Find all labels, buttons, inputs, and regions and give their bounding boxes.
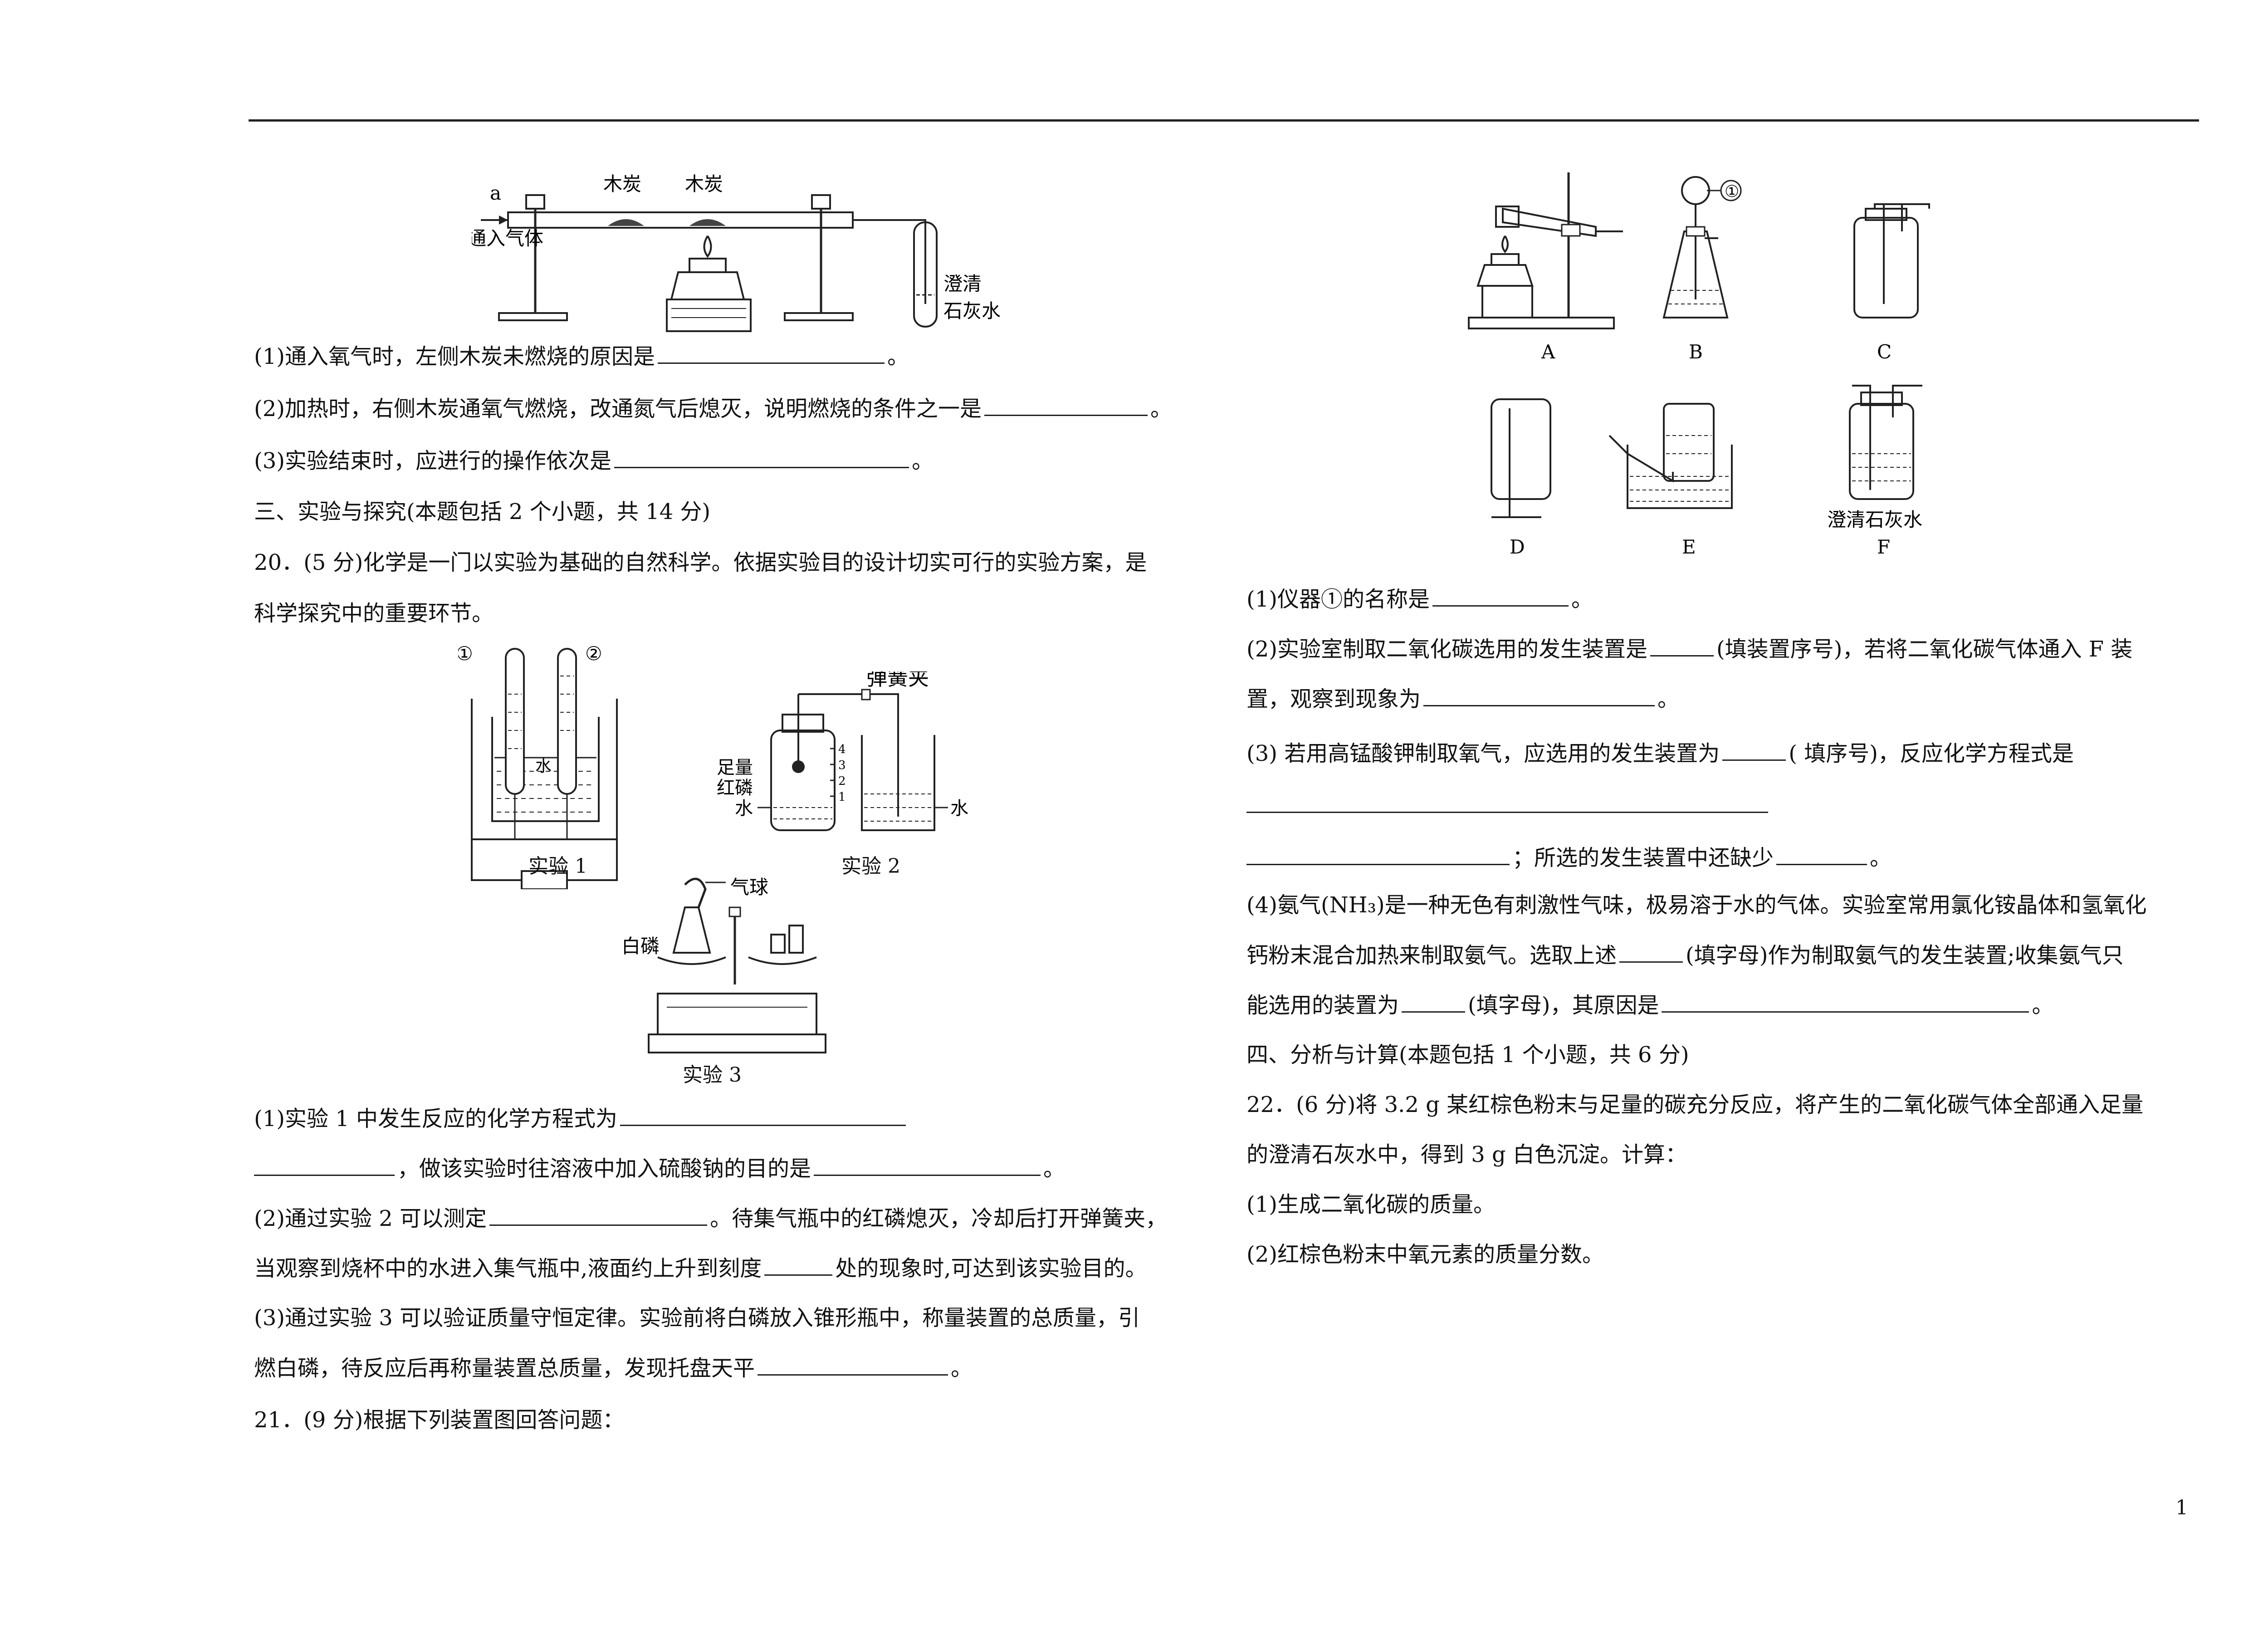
- section-4-heading: 四、分析与计算(本题包括 1 个小题，共 6 分): [1246, 1042, 1689, 1068]
- q21-part2-line1: (2)实验室制取二氧化碳选用的发生装置是(填装置序号)，若将二氧化碳气体通入 F…: [1246, 635, 2132, 663]
- label-F: F: [1877, 536, 1890, 558]
- label-water-flask: 水: [735, 798, 753, 819]
- label-D: D: [1510, 536, 1525, 558]
- apparatus-a: [1468, 172, 1623, 329]
- q21-part4-line1: (4)氨气(NH₃)是一种无色有刺激性气味，极易溶于水的气体。实验室常用氯化铵晶…: [1246, 892, 2147, 918]
- label-a: a: [490, 182, 501, 204]
- svg-text:2: 2: [838, 774, 846, 788]
- label-spring-clamp: 弹簧夹: [866, 671, 929, 690]
- q21-part4-line3: 能选用的装置为(填字母)，其原因是。: [1246, 991, 2054, 1019]
- label-electrode-2: ②: [585, 642, 602, 665]
- caption-experiment-2: 实验 2: [841, 855, 900, 878]
- experiment-3-figure: 气球 白磷: [590, 871, 844, 1071]
- q20-intro-line1: 20．(5 分)化学是一门以实验为基础的自然科学。依据实验目的设计切实可行的实验…: [254, 550, 1147, 575]
- answer-blank[interactable]: [1619, 941, 1683, 963]
- label-lime-1: 澄清: [943, 273, 982, 295]
- combustion-apparatus-figure: a 通入气体 木炭 木炭 澄清 石灰水: [472, 168, 1016, 336]
- answer-blank[interactable]: [758, 1354, 948, 1376]
- q19-part2: (2)加热时，右侧木炭通氧气燃烧，改通氮气后熄灭，说明燃烧的条件之一是。: [254, 395, 1172, 422]
- experiment-2-figure: 4 3 2 1 弹簧夹 足量 红磷 水 水: [717, 671, 998, 844]
- q19-part3: (3)实验结束时，应进行的操作依次是。: [254, 447, 934, 475]
- experiment-1-figure: ① ② 水: [458, 640, 649, 889]
- answer-blank[interactable]: [984, 395, 1148, 416]
- q19-part1: (1)通入氧气时，左侧木炭未燃烧的原因是。: [254, 343, 909, 370]
- answer-blank[interactable]: [254, 1155, 395, 1176]
- answer-blank[interactable]: [1650, 635, 1714, 656]
- q20-part3-line2: 燃白磷，待反应后再称量装置总质量，发现托盘天平。: [254, 1354, 973, 1382]
- label-electrode-1: ①: [458, 642, 473, 665]
- q20-intro-line2: 科学探究中的重要环节。: [254, 601, 494, 626]
- page-number: 1: [2175, 1496, 2188, 1519]
- answer-blank[interactable]: [658, 343, 885, 364]
- q20-part2-line1: (2)通过实验 2 可以测定。待集气瓶中的红磷熄灭，冷却后打开弹簧夹，: [254, 1205, 1167, 1232]
- answer-blank[interactable]: [1432, 585, 1569, 607]
- answer-blank[interactable]: [1402, 991, 1466, 1013]
- label-white-phosphorus: 白磷: [621, 935, 660, 957]
- q21-part2-line2: 置，观察到现象为。: [1246, 685, 1679, 713]
- answer-blank[interactable]: [489, 1205, 708, 1226]
- answer-blank[interactable]: [614, 447, 909, 468]
- answer-blank[interactable]: [1246, 792, 1768, 813]
- apparatus-d: [1491, 398, 1551, 518]
- q20-part1-line2: ，做该实验时往溶液中加入硫酸钠的目的是。: [254, 1155, 1065, 1182]
- label-C: C: [1877, 341, 1892, 363]
- q22-line1: 22．(6 分)将 3.2 g 某红棕色粉末与足量的碳充分反应，将产生的二氧化碳…: [1246, 1092, 2144, 1117]
- apparatus-set-figure: ①: [1460, 163, 2031, 563]
- q21-part4-line2: 钙粉末混合加热来制取氨气。选取上述(填字母)作为制取氨气的发生装置;收集氨气只: [1246, 941, 2124, 969]
- answer-blank[interactable]: [1246, 844, 1510, 865]
- apparatus-b: ①: [1662, 176, 1742, 318]
- label-charcoal-right: 木炭: [685, 173, 723, 195]
- svg-text:1: 1: [838, 790, 846, 804]
- label-water-exp1: 水: [535, 757, 552, 775]
- q22-line3: (1)生成二氧化碳的质量。: [1246, 1192, 1495, 1217]
- answer-blank[interactable]: [620, 1105, 906, 1126]
- answer-blank[interactable]: [814, 1155, 1041, 1176]
- q21-part1: (1)仪器①的名称是。: [1246, 585, 1593, 613]
- q21-part3-line1: (3) 若用高锰酸钾制取氧气，应选用的发生装置为( 填序号)，反应化学方程式是: [1246, 740, 2074, 767]
- label-water-beaker: 水: [950, 798, 968, 819]
- q20-part3-line1: (3)通过实验 3 可以验证质量守恒定律。实验前将白磷放入锥形瓶中，称量装置的总…: [254, 1305, 1140, 1331]
- label-charcoal-left: 木炭: [603, 173, 641, 195]
- q22-line2: 的澄清石灰水中，得到 3 g 白色沉淀。计算：: [1246, 1142, 1687, 1167]
- q20-part1-line1: (1)实验 1 中发生反应的化学方程式为: [254, 1105, 909, 1132]
- label-balloon: 气球: [730, 876, 768, 898]
- q22-line4: (2)红棕色粉末中氧元素的质量分数。: [1246, 1242, 1604, 1267]
- q21-part3-line2: [1246, 792, 1771, 819]
- label-sufficient: 足量: [717, 757, 753, 778]
- apparatus-f: [1849, 385, 1922, 500]
- section-3-heading: 三、实验与探究(本题包括 2 个小题，共 14 分): [254, 499, 711, 524]
- q21-intro: 21．(9 分)根据下列装置图回答问题：: [254, 1407, 625, 1433]
- answer-blank[interactable]: [1662, 991, 2029, 1013]
- header-rule: [249, 119, 2199, 122]
- label-A: A: [1541, 341, 1555, 363]
- caption-experiment-1: 实验 1: [528, 855, 587, 878]
- q21-part3-line3: ；所选的发生装置中还缺少。: [1246, 844, 1892, 872]
- answer-blank[interactable]: [764, 1254, 833, 1276]
- apparatus-c: [1853, 203, 1930, 318]
- label-E: E: [1682, 536, 1696, 558]
- label-red-phosphorus: 红磷: [717, 778, 753, 798]
- svg-text:4: 4: [838, 743, 846, 756]
- label-limewater: 澄清石灰水: [1827, 509, 1922, 531]
- label-gas-in: 通入气体: [472, 227, 543, 250]
- answer-blank[interactable]: [1722, 740, 1786, 761]
- label-instrument-1: ①: [1725, 182, 1739, 201]
- label-lime-2: 石灰水: [943, 300, 1001, 322]
- answer-blank[interactable]: [1776, 844, 1867, 865]
- label-B: B: [1689, 341, 1703, 363]
- caption-experiment-3: 实验 3: [683, 1063, 742, 1087]
- svg-text:3: 3: [838, 759, 846, 772]
- apparatus-e: [1608, 403, 1733, 509]
- answer-blank[interactable]: [1423, 685, 1655, 706]
- q20-part2-line2: 当观察到烧杯中的水进入集气瓶中,液面约上升到刻度处的现象时,可达到该实验目的。: [254, 1254, 1147, 1282]
